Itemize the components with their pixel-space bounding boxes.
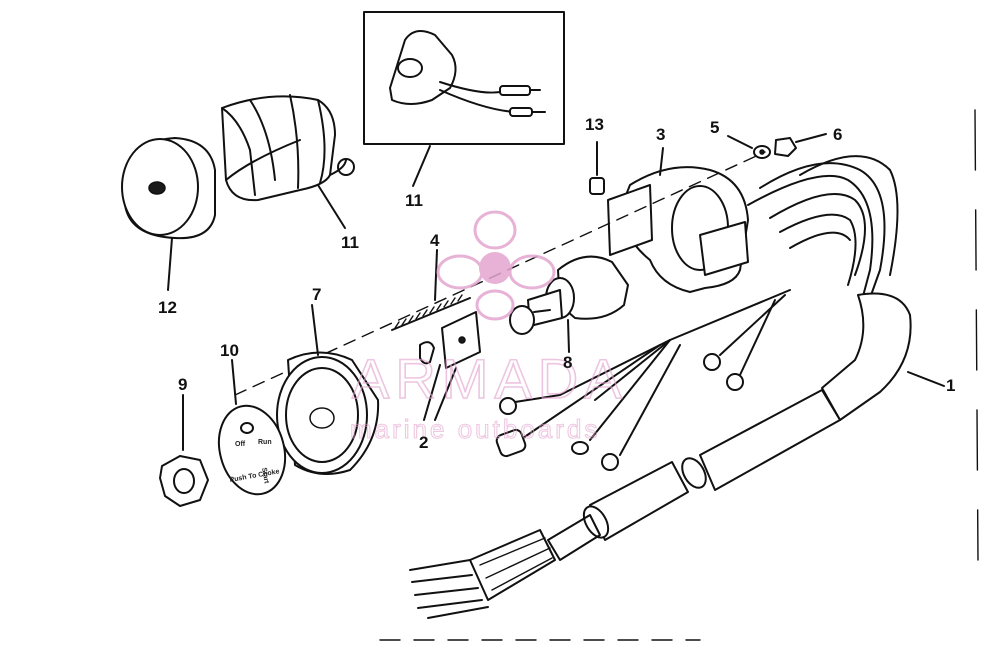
dial-label-run: Run <box>258 439 272 446</box>
page-edge-marks <box>379 109 979 641</box>
callout-9: 9 <box>178 375 187 394</box>
callout-11-lower: 11 <box>341 233 359 252</box>
watermark: ARMADA marine outboards <box>349 210 628 445</box>
propeller-logo <box>436 210 556 321</box>
clamp-bracket <box>607 147 749 293</box>
callout-10: 10 <box>220 341 239 360</box>
hex-nut <box>159 394 209 507</box>
inset-box <box>363 11 565 187</box>
callout-12: 12 <box>158 298 177 317</box>
dial-label-off: Off <box>235 441 246 448</box>
contact-plate <box>419 311 481 421</box>
callout-1: 1 <box>946 376 955 395</box>
callout-11-upper: 11 <box>405 191 423 210</box>
wiring-harness <box>409 155 945 619</box>
callout-8: 8 <box>563 353 572 372</box>
callout-2: 2 <box>419 433 428 452</box>
switch-housing <box>276 304 380 475</box>
bushing <box>589 141 605 195</box>
watermark-name: ARMADA <box>352 347 628 410</box>
callout-4: 4 <box>430 231 440 250</box>
leader-11-upper <box>412 145 431 187</box>
ignition-switch <box>509 255 629 353</box>
dial-plate: Off Run Start Push To Choke <box>217 359 287 496</box>
callout-13: 13 <box>585 115 604 134</box>
washer <box>727 135 771 159</box>
nut-small <box>774 133 827 157</box>
callouts: 1 2 3 4 5 6 7 8 9 10 11 11 12 13 <box>158 115 955 452</box>
inset-switch-part <box>389 30 546 117</box>
dial-label-start: Start <box>260 467 270 485</box>
callout-6: 6 <box>833 125 842 144</box>
callout-5: 5 <box>710 118 719 137</box>
leader-11-lower <box>317 184 346 229</box>
callout-7: 7 <box>312 285 321 304</box>
tachometer-cup <box>121 137 216 291</box>
watermark-tagline: marine outboards <box>350 414 600 444</box>
callout-3: 3 <box>656 125 665 144</box>
mounting-bracket <box>221 94 355 229</box>
choke-spring <box>391 249 471 331</box>
